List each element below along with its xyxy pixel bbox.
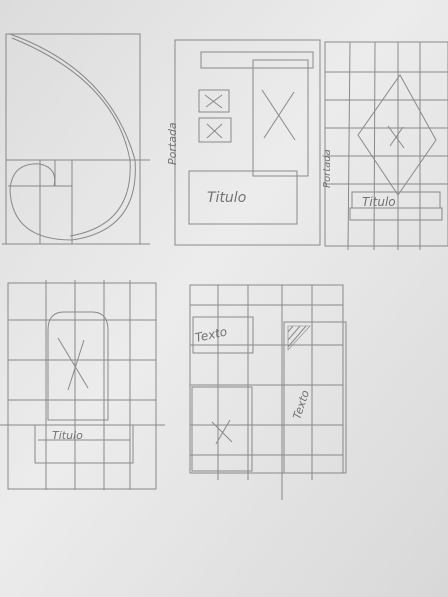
- label-portada-1: Portada: [166, 122, 179, 165]
- label-titulo-3: Titulo: [52, 429, 83, 442]
- label-titulo-1: Titulo: [207, 190, 246, 206]
- label-portada-2: Portada: [322, 149, 333, 188]
- label-titulo-2: Titulo: [362, 195, 396, 209]
